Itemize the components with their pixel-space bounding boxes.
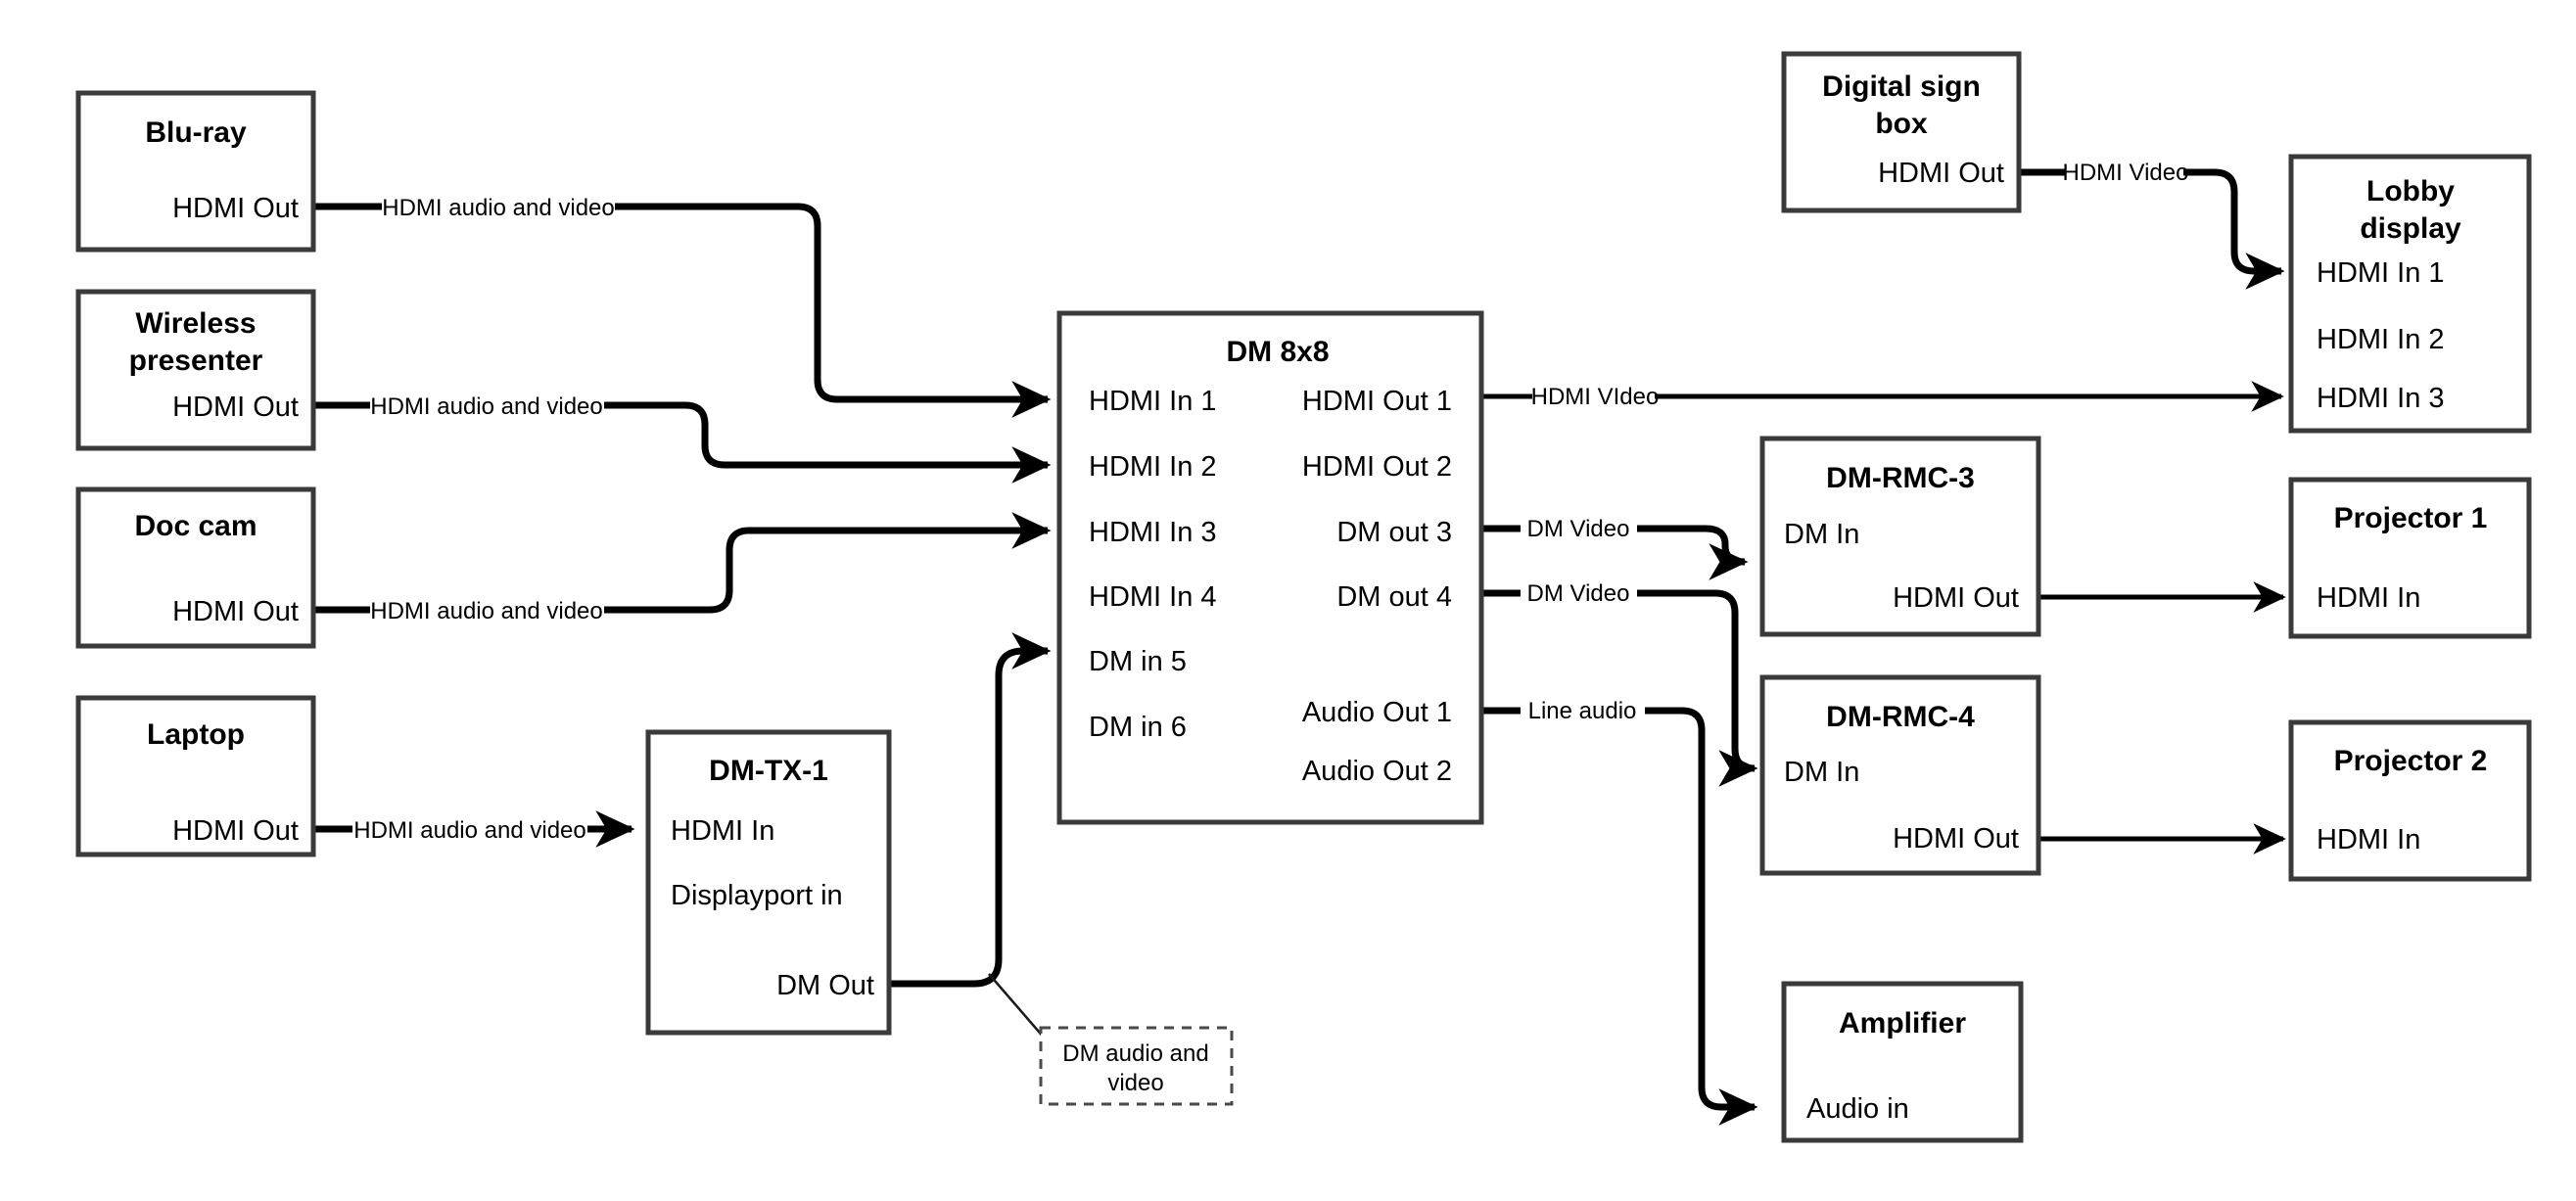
node-doc-cam[interactable]: Doc cam HDMI Out [75,486,316,649]
port-projector2-hdmi-in: HDMI In [2317,824,2420,855]
node-amplifier-box[interactable] [1781,981,2024,1143]
port-rmc4-hdmi-out: HDMI Out [1893,823,2019,855]
note-dm-audio-and-video: DM audio and video [1039,1026,1234,1106]
port-wireless-hdmi-out: HDMI Out [172,392,299,423]
edge-label-dm-video-3: DM Video [1527,516,1630,542]
node-dm-rmc-3[interactable]: DM-RMC-3 DM In HDMI Out [1759,436,2041,637]
node-amplifier-title: Amplifier [1839,1007,1966,1039]
port-lobby-hdmi-in-3: HDMI In 3 [2317,383,2445,414]
note-dm-audio-and-video-line-1: DM audio and [1062,1040,1208,1067]
port-dmtx1-displayport-in: Displayport in [671,880,843,911]
port-rmc3-hdmi-out: HDMI Out [1893,582,2019,614]
note-dm-audio-and-video-line-2: video [1107,1070,1163,1096]
node-dm-rmc-4-title: DM-RMC-4 [1826,701,1975,733]
port-dm8x8-in-6: DM in 6 [1089,712,1187,743]
edge-label-hdmi-video-out1: HDMI VIdeo [1531,384,1660,410]
link-bluray-to-dm8x8: HDMI audio and video [313,195,1052,418]
link-dm8x8-hdmiout1-to-lobby: HDMI VIdeo [1481,381,2284,412]
edge-label-line-audio: Line audio [1528,698,1637,724]
node-projector-1[interactable]: Projector 1 HDMI In [2288,477,2532,639]
node-dm-rmc-3-box[interactable] [1759,436,2041,637]
port-dm8x8-in-4: HDMI In 4 [1089,581,1217,613]
node-dm-tx-1-box[interactable] [645,729,892,1036]
node-laptop-box[interactable] [75,695,316,857]
node-bluray-box[interactable] [75,90,316,253]
node-dm-tx-1[interactable]: DM-TX-1 HDMI In Displayport in DM Out [645,729,892,1036]
port-dm8x8-audio-out-2: Audio Out 2 [1302,756,1452,787]
node-wireless-presenter-title-1: Wireless [135,307,256,340]
link-dm8x8-dmout4-to-rmc4: DM Video [1481,580,1758,787]
node-dm-rmc-3-title: DM-RMC-3 [1826,462,1975,494]
node-wireless-presenter-box[interactable] [75,289,316,451]
link-laptop-to-dmtx1: HDMI audio and video [313,810,635,848]
node-digital-sign-box[interactable]: Digital sign box HDMI Out [1781,51,2022,213]
port-signbox-hdmi-out: HDMI Out [1878,158,2004,189]
edge-label-dm-video-4: DM Video [1527,580,1630,607]
node-doc-cam-title: Doc cam [134,510,257,542]
node-laptop-title: Laptop [147,718,245,751]
node-dm-8x8-box[interactable] [1056,310,1484,825]
node-dm-tx-1-title: DM-TX-1 [709,755,828,787]
node-projector-2-box[interactable] [2288,719,2532,882]
port-dm8x8-out-3: DM out 3 [1336,517,1452,548]
node-lobby-display-box[interactable] [2288,154,2532,434]
edge-label-sign-hdmi-video: HDMI Video [2063,160,2189,186]
node-lobby-display[interactable]: Lobby display HDMI In 1 HDMI In 2 HDMI I… [2288,154,2532,434]
node-projector-2-title: Projector 2 [2334,745,2488,777]
port-lobby-hdmi-in-2: HDMI In 2 [2317,324,2445,355]
note-dm-audio-and-video-box [1039,1026,1234,1106]
port-projector1-hdmi-in: HDMI In [2317,582,2420,614]
port-laptop-hdmi-out: HDMI Out [172,815,299,847]
port-dm8x8-in-1: HDMI In 1 [1089,386,1217,417]
port-dm8x8-in-5: DM in 5 [1089,646,1187,677]
node-dm-8x8-title: DM 8x8 [1226,336,1329,368]
node-amplifier[interactable]: Amplifier Audio in [1781,981,2024,1143]
edge-label-doccam: HDMI audio and video [370,598,602,624]
edge-label-bluray: HDMI audio and video [382,195,614,221]
port-dm8x8-in-2: HDMI In 2 [1089,451,1217,483]
node-dm-rmc-4[interactable]: DM-RMC-4 DM In HDMI Out [1759,674,2041,876]
port-dmtx1-hdmi-in: HDMI In [671,815,774,847]
port-dm8x8-in-3: HDMI In 3 [1089,517,1217,548]
port-doccam-hdmi-out: HDMI Out [172,596,299,627]
port-dm8x8-audio-out-1: Audio Out 1 [1302,697,1452,728]
node-lobby-display-title-2: display [2360,212,2461,245]
link-dm8x8-audioout1-to-amplifier: Line audio [1481,698,1758,1126]
node-projector-1-title: Projector 1 [2334,502,2488,534]
node-lobby-display-title-1: Lobby [2366,175,2455,208]
node-digital-sign-title-1: Digital sign [1822,70,1981,103]
node-dm-8x8[interactable]: DM 8x8 HDMI In 1 HDMI In 2 HDMI In 3 HDM… [1056,310,1484,825]
node-projector-1-box[interactable] [2288,477,2532,639]
link-wireless-to-dm8x8: HDMI audio and video [313,393,1052,484]
port-rmc3-dm-in: DM In [1784,519,1859,550]
node-wireless-presenter[interactable]: Wireless presenter HDMI Out [75,289,316,451]
port-dm8x8-out-1: HDMI Out 1 [1302,386,1452,417]
link-doccam-to-dm8x8: HDMI audio and video [313,512,1052,624]
port-bluray-hdmi-out: HDMI Out [172,193,299,224]
node-wireless-presenter-title-2: presenter [129,345,263,377]
edge-label-laptop: HDMI audio and video [353,817,585,844]
link-signbox-to-lobby: HDMI Video [2019,160,2285,290]
edge-label-wireless: HDMI audio and video [370,393,602,420]
node-dm-rmc-4-box[interactable] [1759,674,2041,876]
port-amplifier-audio-in: Audio in [1806,1093,1909,1125]
node-projector-2[interactable]: Projector 2 HDMI In [2288,719,2532,882]
port-dmtx1-dm-out: DM Out [776,970,874,1001]
node-digital-sign-box-box[interactable] [1781,51,2022,213]
port-dm8x8-out-4: DM out 4 [1336,581,1452,613]
node-bluray[interactable]: Blu-ray HDMI Out [75,90,316,253]
port-dm8x8-out-2: HDMI Out 2 [1302,451,1452,483]
link-dmtx1-to-dm8x8 [889,632,1052,988]
port-rmc4-dm-in: DM In [1784,757,1859,788]
port-lobby-hdmi-in-1: HDMI In 1 [2317,257,2445,289]
link-dm8x8-dmout3-to-rmc3: DM Video [1481,516,1749,580]
node-digital-sign-title-2: box [1875,108,1928,140]
node-laptop[interactable]: Laptop HDMI Out [75,695,316,857]
node-bluray-title: Blu-ray [145,116,247,149]
node-doc-cam-box[interactable] [75,486,316,649]
